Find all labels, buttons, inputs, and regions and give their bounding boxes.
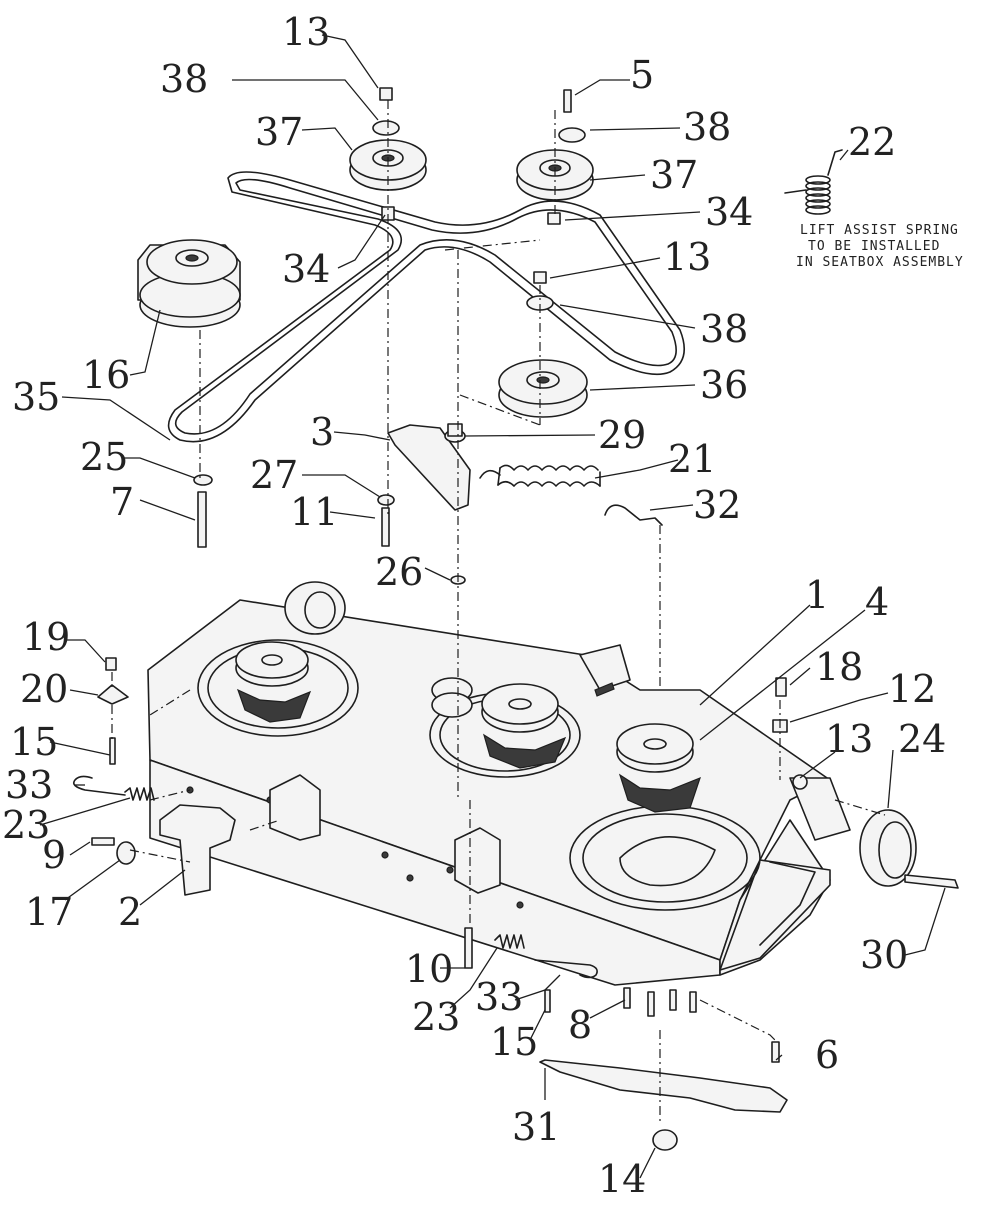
- drive-belt: [167, 171, 686, 443]
- callout-2: 2: [118, 890, 142, 934]
- callout-32: 32: [693, 483, 741, 527]
- callout-22: 22: [848, 120, 896, 164]
- deck-spindle-right: [616, 723, 701, 813]
- bolt-8-a: [623, 987, 631, 1009]
- callout-23-left: 23: [2, 803, 50, 847]
- callout-12: 12: [888, 667, 936, 711]
- callout-15-left: 15: [10, 720, 58, 764]
- callout-8: 8: [568, 1003, 592, 1047]
- callout-21: 21: [668, 437, 716, 481]
- installation-note: LIFT ASSIST SPRING TO BE INSTALLED IN SE…: [796, 223, 964, 270]
- callout-13-mid: 13: [663, 235, 711, 279]
- deck-spindle-center: [431, 677, 567, 769]
- extension-spring-21: [479, 464, 601, 487]
- rod-33-right: [534, 959, 598, 979]
- washer-13-right: [792, 774, 808, 790]
- callout-35: 35: [12, 375, 60, 419]
- bolt-10: [464, 927, 473, 969]
- note-line-3: IN SEATBOX ASSEMBLY: [796, 255, 964, 270]
- callout-18: 18: [815, 645, 863, 689]
- bracket-20: [97, 684, 129, 705]
- bolt-18: [775, 677, 787, 697]
- spring-23-right: [494, 934, 525, 949]
- callout-23-right: 23: [412, 995, 460, 1039]
- bolt-8-d: [689, 991, 697, 1013]
- callout-38-top-right: 38: [683, 105, 731, 149]
- callout-13-right: 13: [825, 717, 873, 761]
- note-line-1: LIFT ASSIST SPRING: [800, 223, 959, 238]
- callout-29: 29: [598, 413, 646, 457]
- callout-34-left: 34: [282, 247, 330, 291]
- idler-arm: [387, 423, 471, 511]
- bracket-2: [159, 804, 236, 896]
- callout-33-right: 33: [475, 975, 523, 1019]
- callout-19: 19: [22, 615, 70, 659]
- callout-36: 36: [700, 363, 748, 407]
- callout-4: 4: [865, 580, 889, 624]
- callout-20: 20: [20, 667, 68, 711]
- callout-7: 7: [110, 480, 134, 524]
- callout-numbers: 13 38 37 5 38 37 34 22 34 13 38 16 36 35…: [2, 10, 946, 1201]
- bolt-7: [197, 491, 207, 548]
- callout-26: 26: [375, 550, 423, 594]
- spring-23-left: [124, 787, 155, 801]
- bolt-8-c: [669, 989, 677, 1011]
- callout-24: 24: [898, 717, 946, 761]
- nut-13-mid: [533, 271, 547, 284]
- assembly-centerlines: [111, 100, 886, 1125]
- callout-16: 16: [82, 353, 130, 397]
- bolt-8-b: [647, 991, 655, 1017]
- note-line-2: TO BE INSTALLED: [808, 239, 940, 254]
- leader-lines: [39, 34, 946, 1179]
- callout-1: 1: [805, 573, 829, 617]
- washer-27: [377, 494, 395, 506]
- callout-13-top: 13: [282, 10, 330, 54]
- lift-assist-spring: [784, 149, 843, 215]
- callout-9: 9: [42, 833, 66, 877]
- pto-clutch: [137, 239, 241, 328]
- wheel-24: [859, 809, 917, 887]
- callout-14: 14: [598, 1157, 646, 1201]
- rod-33-left: [72, 775, 126, 796]
- bolt-19: [105, 657, 117, 671]
- pin-15-left: [109, 737, 116, 765]
- bolt-6: [771, 1041, 780, 1063]
- bolt-5: [563, 89, 572, 113]
- washer-25: [193, 474, 213, 486]
- callout-33-left: 33: [5, 763, 53, 807]
- nut-13-top: [379, 87, 393, 101]
- idler-pulley-36: [498, 359, 588, 418]
- callout-11: 11: [290, 490, 338, 534]
- bolt-11: [381, 507, 390, 547]
- callout-10: 10: [405, 947, 453, 991]
- callout-37-left: 37: [255, 110, 303, 154]
- callout-3: 3: [310, 410, 334, 454]
- callout-31: 31: [512, 1105, 560, 1149]
- callout-15-right: 15: [490, 1020, 538, 1064]
- callout-38-top-left: 38: [160, 57, 208, 101]
- spring-hook-32: [604, 504, 663, 526]
- washer-38-top-left: [372, 120, 400, 136]
- callout-17: 17: [25, 890, 73, 934]
- bushing-34-right: [547, 212, 561, 225]
- callout-27: 27: [250, 453, 298, 497]
- callout-6: 6: [815, 1033, 839, 1077]
- callout-5: 5: [630, 53, 654, 97]
- callout-30: 30: [860, 933, 908, 977]
- bolt-30: [904, 874, 959, 889]
- blade-nut-14: [652, 1129, 678, 1151]
- callout-25: 25: [80, 435, 128, 479]
- callout-38-mid: 38: [700, 307, 748, 351]
- callout-34-right: 34: [705, 190, 753, 234]
- deck-spindle-left: [235, 641, 312, 723]
- pin-15-right: [544, 989, 551, 1013]
- mower-deck: [147, 581, 851, 986]
- callout-37-right: 37: [650, 153, 698, 197]
- pivot-17: [116, 841, 136, 865]
- mower-blade-31: [539, 1059, 788, 1113]
- bolt-9: [91, 837, 115, 846]
- washer-38-top-right: [558, 127, 586, 143]
